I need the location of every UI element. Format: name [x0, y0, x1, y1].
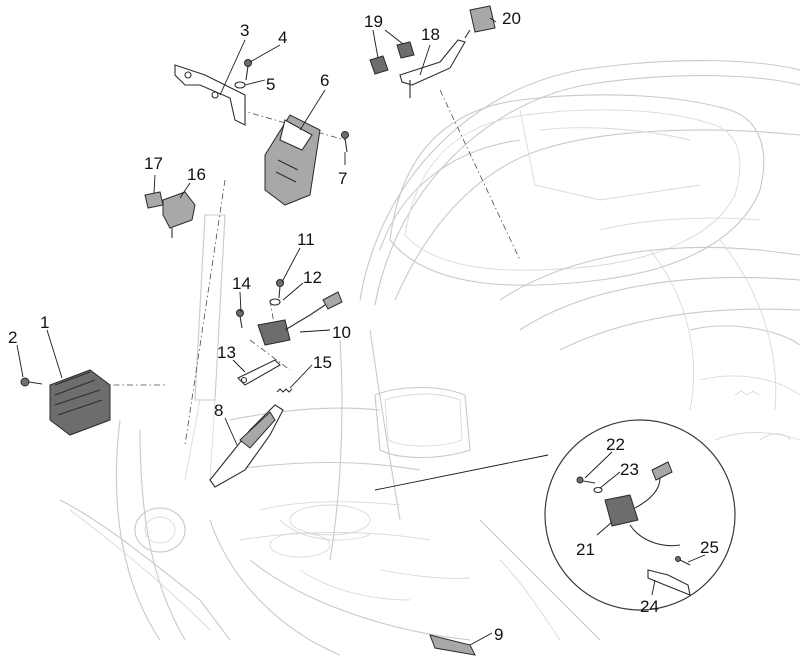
callout-10: 10 [332, 323, 351, 342]
screw-14 [236, 309, 244, 329]
holder-17 [144, 191, 164, 209]
callout-5: 5 [266, 75, 275, 94]
callout-17: 17 [144, 154, 163, 173]
screw-2 [20, 377, 43, 387]
callout-14: 14 [232, 274, 251, 293]
screw-4 [244, 59, 252, 81]
strip-9 [429, 634, 476, 656]
detail-inset [374, 419, 736, 611]
callout-9: 9 [494, 625, 503, 644]
callout-4: 4 [278, 28, 287, 47]
callout-22: 22 [606, 435, 625, 454]
callout-12: 12 [303, 268, 322, 287]
washer-12 [269, 298, 281, 306]
leader-lines [16, 17, 706, 646]
connectors-19 [369, 41, 415, 75]
callout-7: 7 [338, 169, 347, 188]
callout-23: 23 [620, 460, 639, 479]
callout-13: 13 [217, 343, 236, 362]
cover-8 [209, 404, 284, 488]
coil-10 [257, 291, 343, 346]
screw-7 [341, 131, 349, 153]
callout-11: 11 [297, 230, 315, 249]
bracket-3 [174, 64, 246, 126]
callout-19: 19 [364, 12, 383, 31]
callout-3: 3 [240, 21, 249, 40]
callout-2: 2 [8, 328, 17, 347]
callout-25: 25 [700, 538, 719, 557]
callout-15: 15 [313, 353, 332, 372]
screw-11 [276, 279, 284, 299]
clip-15 [276, 388, 293, 393]
vespa-script-badge-icon [734, 390, 791, 441]
bracket-13 [237, 359, 281, 386]
callout-21: 21 [576, 540, 595, 559]
voltage-regulator [49, 369, 111, 436]
callout-6: 6 [320, 71, 329, 90]
callout-24: 24 [640, 597, 659, 616]
callout-20: 20 [502, 9, 521, 28]
relay-block-20 [464, 5, 496, 39]
bracket-18 [399, 39, 466, 98]
callout-16: 16 [187, 165, 206, 184]
callout-labels: 1 2 3 4 5 6 7 8 9 10 11 12 13 14 15 16 1… [8, 9, 719, 644]
scooter-frame [59, 59, 800, 656]
callout-8: 8 [214, 401, 223, 420]
callout-18: 18 [421, 25, 440, 44]
callout-1: 1 [40, 313, 49, 332]
washer-5 [234, 81, 246, 89]
relay-16 [162, 191, 196, 238]
control-unit-6 [264, 114, 321, 206]
